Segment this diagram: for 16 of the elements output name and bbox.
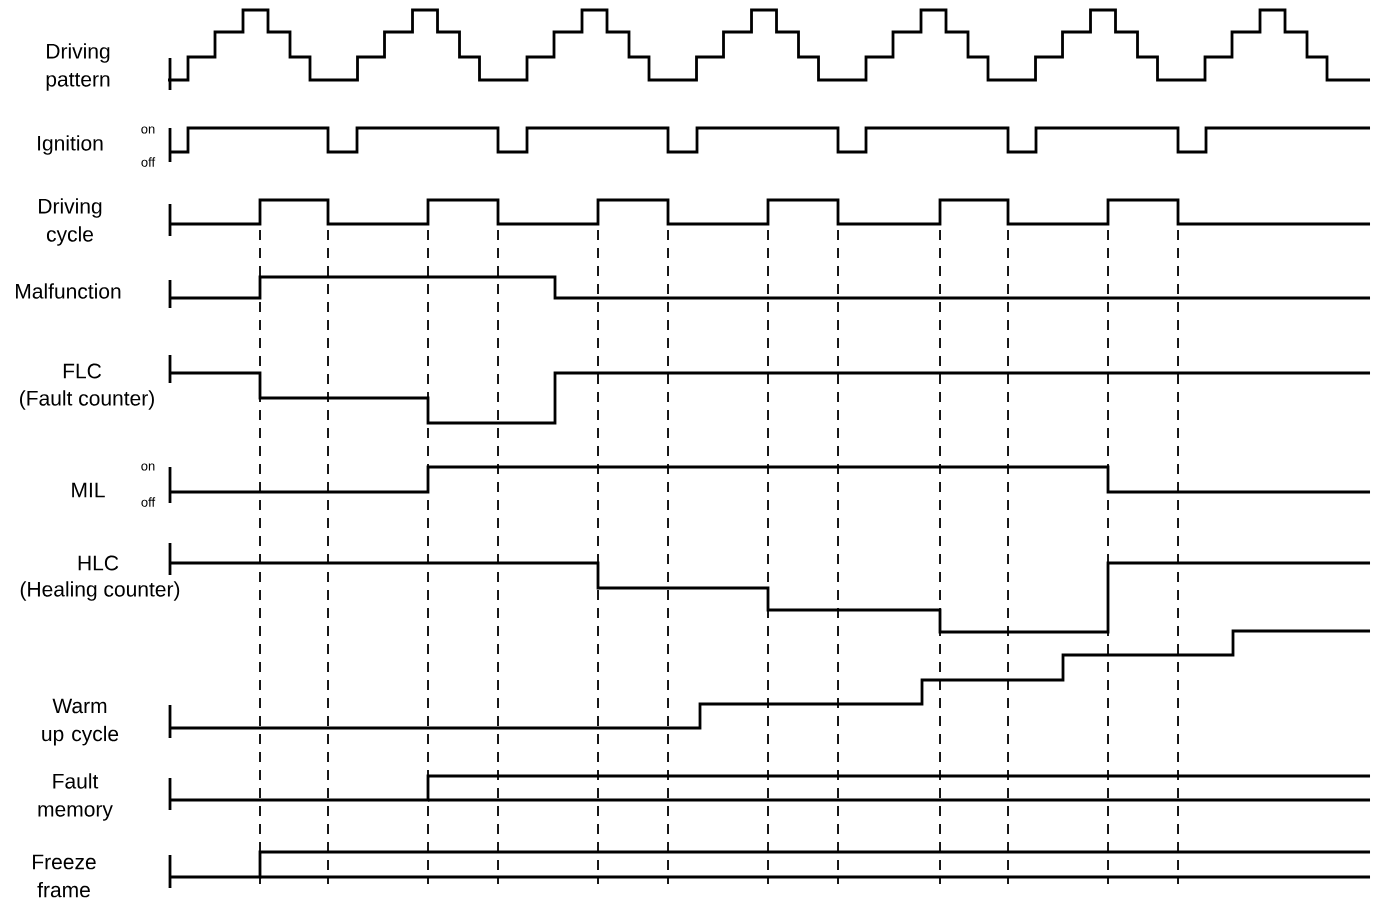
signal-label: Warm up cycle: [42, 698, 119, 746]
signal-label: Malfunction: [16, 283, 121, 299]
signal-label: Driving pattern: [46, 43, 110, 91]
signal-label: Ignition: [38, 135, 103, 155]
signal-label: MIL: [72, 482, 105, 498]
signal-label: FLC: [63, 363, 102, 379]
state-label: on: [141, 126, 155, 134]
signal-label: Driving cycle: [39, 198, 102, 246]
signal-label: Fault memory: [38, 773, 113, 821]
state-label: off: [141, 497, 156, 507]
state-label: on: [141, 463, 155, 471]
signal-label: Freeze frame: [33, 854, 96, 898]
state-label: off: [141, 157, 156, 167]
signal-label: HLC: [78, 555, 119, 571]
signal-label: (Fault counter): [20, 390, 154, 410]
signal-label: (Healing counter): [20, 581, 180, 601]
